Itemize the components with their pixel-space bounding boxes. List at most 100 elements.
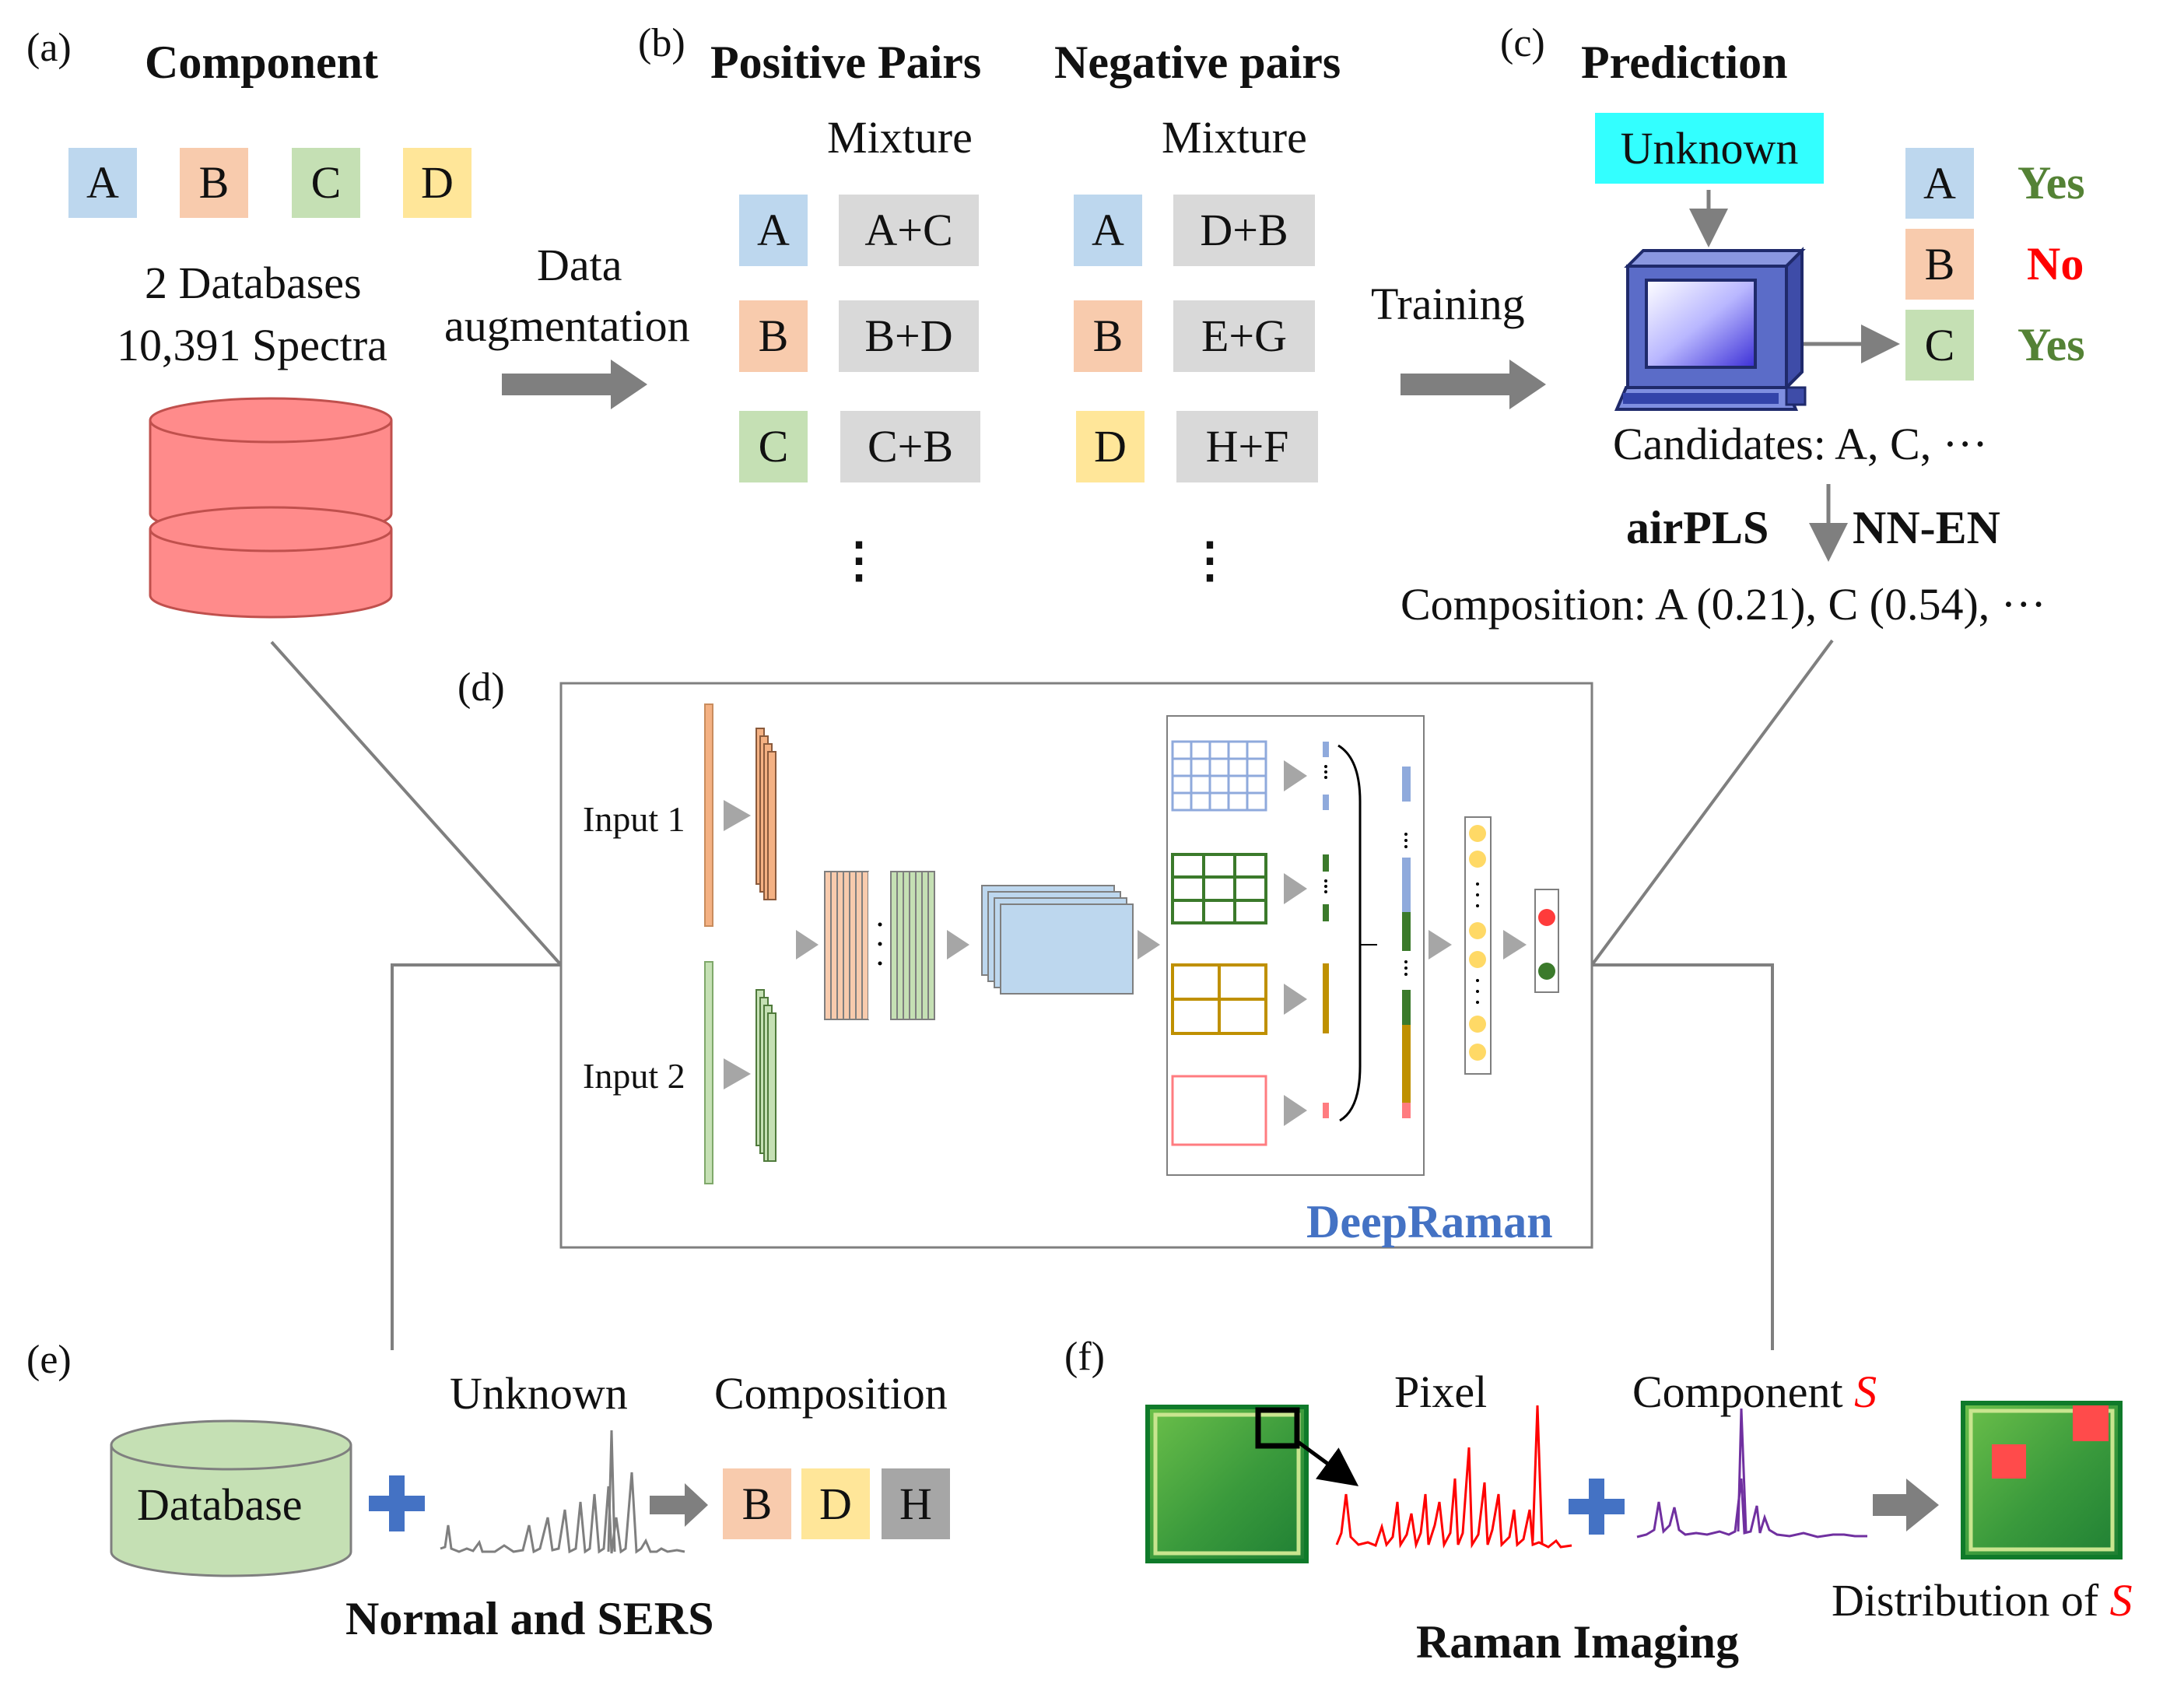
spp-grid-pink bbox=[1171, 1075, 1267, 1146]
unknown-spectrum-e bbox=[440, 1472, 685, 1554]
component-spectrum bbox=[1636, 1478, 1867, 1538]
unknown-label-e: Unknown bbox=[450, 1368, 628, 1419]
negative-component-d: D bbox=[1076, 411, 1145, 482]
component-box-a: A bbox=[68, 148, 137, 218]
result-component-b: B bbox=[1905, 229, 1974, 300]
distribution-image bbox=[1961, 1401, 2123, 1559]
negative-pairs-heading: Negative pairs bbox=[1054, 37, 1341, 88]
positive-component-c: C bbox=[739, 411, 808, 482]
positive-mixture-label: Mixture bbox=[827, 112, 973, 163]
component-s-prefix: Component bbox=[1632, 1366, 1855, 1417]
result-box-d: D bbox=[801, 1468, 870, 1539]
database-cylinder-green bbox=[110, 1419, 352, 1577]
component-box-d: D bbox=[403, 148, 472, 218]
arrow-vector-dense bbox=[1429, 930, 1452, 960]
plus-icon-f bbox=[1569, 1479, 1625, 1535]
computer-icon bbox=[1614, 247, 1807, 411]
flattened-vector bbox=[1402, 767, 1411, 1118]
pixel-spectrum-peak bbox=[1531, 1405, 1544, 1545]
negative-mixture-b: E+G bbox=[1173, 300, 1315, 372]
unknown-spectrum-e-peak bbox=[607, 1430, 616, 1552]
arrow-f-distribution bbox=[1873, 1479, 1939, 1531]
component-heading: Component bbox=[145, 37, 379, 88]
result-answer-a: Yes bbox=[2017, 157, 2085, 209]
arrow-concat-conv bbox=[947, 930, 969, 960]
panel-c-label: (c) bbox=[1500, 21, 1545, 65]
input1-label: Input 1 bbox=[583, 799, 685, 839]
negative-component-a: A bbox=[1074, 195, 1142, 266]
concat-brace bbox=[1337, 744, 1362, 1122]
negative-component-b: B bbox=[1074, 300, 1142, 372]
normal-sers-caption: Normal and SERS bbox=[345, 1593, 714, 1644]
result-component-c: C bbox=[1905, 310, 1974, 381]
prediction-heading: Prediction bbox=[1581, 37, 1788, 88]
training-arrow bbox=[1400, 360, 1546, 409]
positive-mixture-b: B+D bbox=[839, 300, 979, 372]
unknown-sample-box: Unknown bbox=[1595, 113, 1824, 184]
database-label: Database bbox=[137, 1479, 303, 1530]
panel-a-label: (a) bbox=[26, 26, 72, 70]
panel-d-label: (d) bbox=[457, 665, 505, 710]
database-cylinder-stack bbox=[149, 397, 393, 619]
conv-feature-maps bbox=[981, 885, 1134, 995]
distribution-s-symbol: S bbox=[2109, 1575, 2133, 1626]
arrow-e-composition bbox=[650, 1483, 708, 1527]
result-component-a: A bbox=[1905, 148, 1974, 219]
distribution-s-label: Distribution of S bbox=[1832, 1578, 2133, 1623]
component-s-label: Component S bbox=[1632, 1370, 1877, 1415]
input1-branch bbox=[704, 703, 776, 927]
input2-branch bbox=[704, 961, 776, 1184]
component-s-symbol: S bbox=[1854, 1366, 1877, 1417]
component-spectrum-peak bbox=[1737, 1408, 1748, 1532]
panel-f-label: (f) bbox=[1064, 1335, 1105, 1379]
raman-image-left bbox=[1145, 1405, 1309, 1563]
connector-lines bbox=[270, 639, 1834, 1350]
negative-ellipsis: ⋮ bbox=[1186, 535, 1234, 588]
composition-text: Composition: A (0.21), C (0.54), ··· bbox=[1400, 579, 2046, 630]
negative-mixture-a: D+B bbox=[1173, 195, 1315, 266]
spp-grid-gold bbox=[1171, 963, 1267, 1035]
data-augmentation-label-line2: augmentation bbox=[444, 300, 690, 351]
pooled-vectors bbox=[1323, 742, 1329, 1118]
grid-arrows bbox=[1284, 760, 1307, 1126]
dense-layer bbox=[1464, 816, 1492, 1075]
pixel-pointer-arrow bbox=[1295, 1439, 1359, 1486]
negative-mixture-label: Mixture bbox=[1162, 112, 1307, 163]
databases-count: 2 Databases bbox=[145, 258, 362, 308]
spp-grid-blue bbox=[1171, 740, 1267, 812]
pixel-spectrum bbox=[1335, 1447, 1572, 1549]
spp-box bbox=[1166, 715, 1425, 1176]
composition-label-e: Composition bbox=[714, 1368, 948, 1419]
spp-grid-green bbox=[1171, 853, 1267, 924]
component-box-c: C bbox=[292, 148, 360, 218]
positive-component-b: B bbox=[739, 300, 808, 372]
panel-b-label: (b) bbox=[638, 21, 685, 65]
candidates-text: Candidates: A, C, ··· bbox=[1613, 419, 1988, 469]
positive-pairs-heading: Positive Pairs bbox=[710, 37, 982, 88]
result-box-h: H bbox=[882, 1468, 950, 1539]
result-box-b: B bbox=[723, 1468, 791, 1539]
airpls-label: airPLS bbox=[1626, 502, 1769, 553]
output-layer bbox=[1534, 889, 1559, 993]
result-answer-b: No bbox=[2027, 238, 2084, 289]
positive-component-a: A bbox=[739, 195, 808, 266]
concatenated-feature-stack bbox=[824, 871, 935, 1020]
positive-ellipsis: ⋮ bbox=[835, 535, 883, 588]
distribution-s-prefix: Distribution of bbox=[1832, 1575, 2110, 1626]
pixel-label: Pixel bbox=[1394, 1366, 1488, 1417]
deepraman-label: DeepRaman bbox=[1306, 1196, 1553, 1247]
component-box-b: B bbox=[180, 148, 248, 218]
positive-mixture-a: A+C bbox=[839, 195, 979, 266]
arrow-in-concat bbox=[796, 930, 819, 960]
arrow-dense-output bbox=[1503, 930, 1527, 960]
plus-icon-e bbox=[369, 1475, 425, 1531]
result-answer-c: Yes bbox=[2017, 319, 2085, 370]
data-augmentation-arrow bbox=[502, 360, 647, 409]
negative-mixture-d: H+F bbox=[1176, 411, 1318, 482]
nn-en-label: NN-EN bbox=[1853, 502, 2000, 553]
panel-e-label: (e) bbox=[26, 1338, 72, 1382]
input2-label: Input 2 bbox=[583, 1056, 685, 1096]
arrow-conv-spp bbox=[1138, 930, 1160, 960]
spectra-count: 10,391 Spectra bbox=[117, 320, 387, 370]
